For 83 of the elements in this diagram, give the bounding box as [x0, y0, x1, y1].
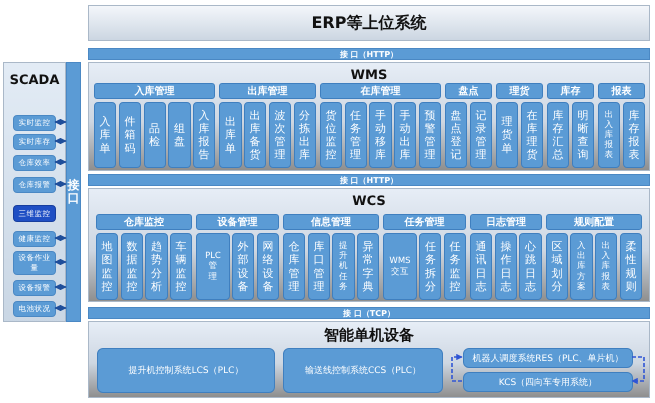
system-panel — [88, 188, 650, 302]
function-item: 出库单 — [219, 102, 242, 168]
subsystem-box: 提升机控制系统LCS（PLC） — [97, 348, 275, 393]
function-item: 柔性规则 — [620, 233, 642, 300]
function-item: 数据监控 — [120, 233, 143, 300]
system-panel — [88, 62, 650, 171]
group-header: 入库管理 — [94, 83, 216, 99]
system-panel — [88, 321, 650, 398]
function-item: 出入库报表 — [598, 102, 620, 168]
arrow — [54, 304, 67, 312]
function-item: 组盘 — [168, 102, 190, 168]
subsystem-box: KCS（四向车专用系统） — [463, 372, 633, 392]
function-item: 在库理货 — [520, 102, 543, 168]
group-header: 出库管理 — [219, 83, 316, 99]
group-header: 规则配置 — [546, 214, 642, 230]
group-header: 在库管理 — [320, 83, 441, 99]
function-item: PLC管理 — [196, 233, 230, 300]
panel-title: SCADA — [10, 73, 60, 88]
function-item: 入库单 — [94, 102, 116, 168]
group-header: 信息管理 — [283, 214, 380, 230]
interface-bar: 接 口（HTTP） — [88, 174, 650, 186]
function-item: 手动出库 — [394, 102, 416, 168]
function-item: 操作日志 — [494, 233, 517, 300]
arrow — [54, 118, 67, 126]
function-item: 提升机任务 — [332, 233, 355, 300]
group-header: 设备管理 — [196, 214, 280, 230]
function-item: 车辆监控 — [170, 233, 192, 300]
group-header: 仓库监控 — [96, 214, 192, 230]
subsystem-box: 机器人调度系统RES（PLC、单片机） — [463, 348, 633, 368]
function-item: 件箱码 — [118, 102, 141, 168]
function-item: 理货单 — [496, 102, 518, 168]
system-panel — [3, 62, 66, 322]
function-item: WMS交互 — [383, 233, 417, 300]
function-item: 通讯日志 — [470, 233, 492, 300]
group-header: 理货 — [496, 83, 543, 99]
function-item: 趋势分析 — [145, 233, 168, 300]
function-item: 波次管理 — [268, 102, 291, 168]
function-item: 盘点登记 — [445, 102, 468, 168]
function-item: 网络设备 — [256, 233, 280, 300]
function-item: 明晰查询 — [572, 102, 594, 168]
subsystem-box: 输送线控制系统CCS（PLC） — [283, 348, 443, 393]
arrow — [54, 258, 67, 266]
arrow — [631, 356, 645, 384]
function-item: 外部设备 — [232, 233, 254, 300]
function-item: 地图监控 — [96, 233, 118, 300]
function-item: 区域划分 — [546, 233, 568, 300]
function-item: 仓库管理 — [283, 233, 306, 300]
interface-bar: 接口 — [66, 62, 81, 322]
function-item: 入出库方案 — [570, 233, 593, 300]
panel-title: WMS — [350, 68, 388, 83]
function-item: 手动移库 — [369, 102, 392, 168]
function-item: 库存汇总 — [547, 102, 570, 168]
function-item: 分拣出库 — [294, 102, 316, 168]
arrow — [54, 234, 67, 242]
function-item: 任务监控 — [444, 233, 466, 300]
system-box: ERP等上位系统 — [88, 5, 650, 41]
group-header: 盘点 — [445, 83, 492, 99]
function-item: 出入库报表 — [595, 233, 618, 300]
group-header: 日志管理 — [470, 214, 542, 230]
function-item: 任务管理 — [344, 102, 367, 168]
arrow — [54, 158, 67, 166]
group-header: 任务管理 — [383, 214, 466, 230]
function-item: 入库报告 — [193, 102, 216, 168]
function-item: 库口管理 — [308, 233, 330, 300]
function-item: 预警管理 — [418, 102, 441, 168]
arrow — [54, 284, 67, 290]
arrow — [451, 354, 463, 382]
group-header: 库存 — [547, 83, 594, 99]
function-item: 心跳日志 — [519, 233, 542, 300]
function-item: 品检 — [144, 102, 166, 168]
function-item: 任务拆分 — [419, 233, 442, 300]
group-header: 报表 — [598, 83, 645, 99]
function-item: 记录管理 — [470, 102, 492, 168]
panel-title: 智能单机设备 — [324, 326, 414, 345]
arrow — [54, 138, 67, 144]
interface-bar: 接 口（TCP） — [88, 307, 650, 319]
function-item: 出库备货 — [244, 102, 266, 168]
function-item: 库存报表 — [622, 102, 645, 168]
function-item: 异常字典 — [357, 233, 380, 300]
function-item: 货位监控 — [320, 102, 342, 168]
interface-bar: 接 口（HTTP） — [88, 48, 650, 60]
arrow — [54, 180, 67, 188]
panel-title: WCS — [352, 194, 386, 209]
